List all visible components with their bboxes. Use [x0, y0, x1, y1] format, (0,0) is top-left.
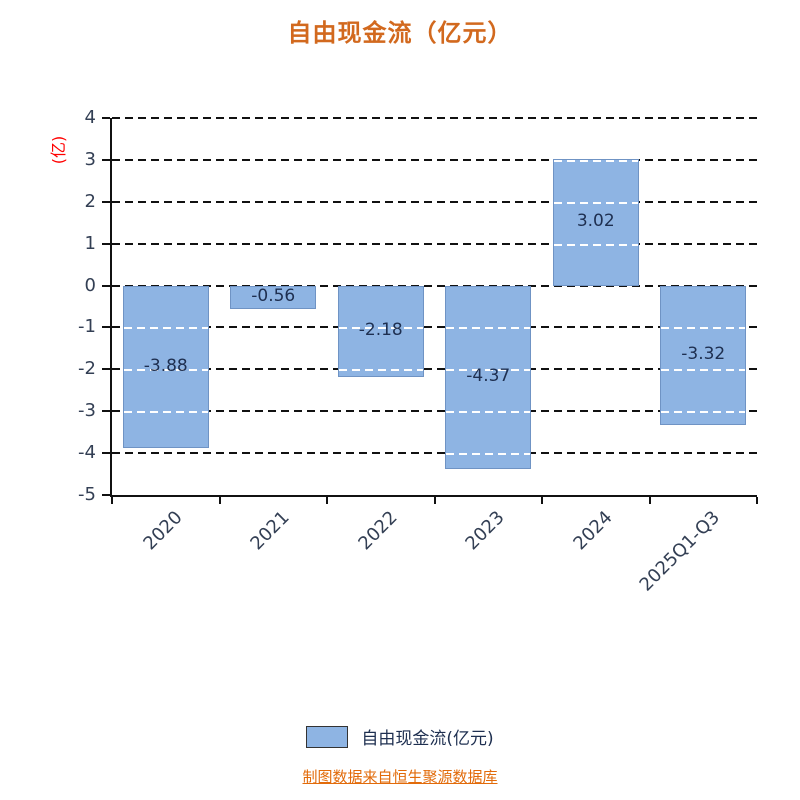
gridline-4	[112, 117, 757, 119]
y-tick-mark	[102, 410, 110, 413]
gridline-over-bar	[338, 369, 423, 372]
gridline-over-bar	[661, 327, 746, 330]
gridline-1	[112, 242, 757, 245]
bar-2025Q1-Q3	[660, 285, 747, 425]
y-tick-label: -4	[78, 442, 96, 464]
y-tick-mark	[102, 158, 110, 161]
x-tick-label-2024: 2024	[569, 507, 617, 555]
gridline--4	[112, 452, 757, 455]
gridline-over-bar	[553, 243, 638, 246]
x-tick-mark	[541, 497, 543, 504]
y-tick-mark	[102, 452, 110, 455]
bar-2020	[122, 285, 209, 449]
bar-value-label: -4.37	[466, 366, 511, 387]
gridline-over-bar	[446, 411, 531, 414]
plot-area: 4 3 2 1 0 -1 -2 -3 -4 -5 -3.88 2020 -0.56 2021 -2.18 20…	[78, 107, 758, 596]
x-tick-label-2020: 2020	[139, 507, 187, 555]
gridline-over-bar	[123, 411, 208, 414]
y-tick-mark	[102, 200, 110, 203]
legend-swatch	[306, 725, 349, 748]
gridline-0	[112, 284, 757, 287]
x-tick-label-2025Q1-Q3: 2025Q1-Q3	[635, 507, 725, 596]
y-tick-mark	[102, 368, 110, 371]
y-tick-label: 2	[84, 190, 96, 212]
legend: 自由现金流(亿元)	[0, 724, 800, 749]
gridline-3	[112, 158, 757, 161]
gridline-over-bar	[553, 201, 638, 204]
y-tick-label: 3	[84, 148, 96, 170]
y-tick-label: -1	[78, 316, 96, 338]
gridline-over-bar	[661, 411, 746, 414]
bar-value-label: -2.18	[358, 320, 403, 341]
data-source-note: 制图数据来自恒生聚源数据库	[302, 768, 498, 786]
y-tick-label: 0	[84, 274, 96, 296]
y-tick-mark	[102, 117, 110, 119]
bar-value-label: -0.56	[251, 286, 296, 307]
gridline-over-bar	[123, 369, 208, 372]
gridline-over-bar	[446, 327, 531, 330]
gridline--3	[112, 410, 757, 413]
gridline-over-bar	[446, 453, 531, 456]
gridline-over-bar	[553, 159, 638, 162]
y-tick-label: 4	[84, 107, 96, 128]
gridline-over-bar	[661, 369, 746, 372]
gridline-over-bar	[446, 369, 531, 372]
gridline-over-bar	[123, 327, 208, 330]
y-tick-mark	[102, 284, 110, 287]
gridline--1	[112, 326, 757, 329]
x-tick-mark	[326, 497, 328, 504]
x-tick-mark	[648, 497, 651, 504]
bar-value-label: -3.88	[143, 355, 188, 376]
y-tick-mark	[102, 326, 110, 329]
legend-label: 自由现金流(亿元)	[361, 729, 494, 749]
chart-title: 自由现金流（亿元）	[287, 19, 513, 47]
x-tick-mark	[111, 497, 113, 504]
gridline-over-bar	[338, 327, 423, 330]
y-tick-mark	[102, 494, 110, 496]
x-tick-label-2021: 2021	[246, 507, 295, 555]
x-tick-label-2023: 2023	[461, 507, 510, 555]
bar-2024	[552, 159, 639, 286]
x-tick-mark	[756, 497, 758, 504]
x-tick-mark	[218, 497, 221, 504]
bar-2021	[230, 285, 317, 309]
bar-value-label: -3.32	[681, 344, 726, 365]
x-tick-label-2022: 2022	[354, 507, 402, 555]
gridline-2	[112, 200, 757, 203]
y-tick-mark	[102, 242, 110, 245]
y-tick-label: -3	[78, 400, 96, 422]
x-tick-mark	[433, 497, 436, 504]
y-tick-label: -5	[78, 484, 96, 505]
bar-2022	[337, 285, 424, 377]
y-tick-label: 1	[84, 232, 96, 254]
bar-2023	[445, 285, 532, 469]
bar-value-label: 3.02	[576, 211, 615, 232]
gridline--2	[112, 368, 757, 371]
y-tick-label: -2	[78, 358, 96, 380]
